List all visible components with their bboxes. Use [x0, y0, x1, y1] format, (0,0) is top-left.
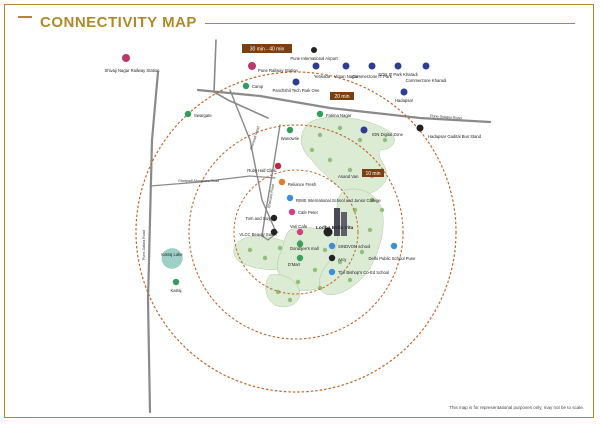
plane-icon [311, 47, 317, 53]
location-pin-icon [184, 110, 192, 118]
school-icon [286, 194, 294, 202]
train-icon [122, 54, 130, 62]
label-hadapsar-bus: Hadapsar Gadital Bus Stand [428, 134, 482, 139]
label-vari-cafe: Vari Cafe [290, 224, 308, 229]
title-accent-bar [18, 16, 32, 18]
label-wanowrie: Wanowrie [281, 136, 300, 141]
shop-icon [270, 214, 278, 222]
ring-label-20: 20 min [334, 94, 349, 100]
page-title: CONNECTIVITY MAP [40, 14, 197, 31]
road-pune-satara [146, 70, 160, 414]
location-pin-icon [312, 62, 320, 70]
road-bhairoba [261, 124, 281, 237]
location-pin-icon [422, 62, 430, 70]
label-lodha-bella-vita: Lodha Bella Vita [316, 225, 354, 231]
label-cafe-peter: Cafe Peter [298, 210, 319, 215]
road-pune-solapur [196, 88, 492, 124]
location-pin-icon [316, 110, 324, 118]
location-pin-icon [292, 78, 300, 86]
label-viman-nagar: Viman Nagar [334, 74, 359, 79]
location-pin-icon [394, 62, 402, 70]
project-pin-icon [323, 227, 333, 237]
project-building [334, 208, 347, 236]
label-katraj: Katraj [171, 288, 182, 293]
cafe-icon [296, 228, 304, 236]
markers: Pune International Airport Shivaji Nagar… [105, 47, 482, 293]
time-rings [135, 71, 457, 393]
school-icon [390, 242, 398, 250]
cafe-icon [288, 208, 296, 216]
road-label-pune-solapur: Pune-Solapur Road [430, 114, 462, 120]
location-pin-icon [286, 126, 294, 134]
label-vlcc: VLCC Beauty Salon [239, 232, 277, 237]
school-icon [328, 242, 336, 250]
shop-icon [328, 254, 336, 262]
bus-icon [416, 124, 424, 132]
shop-icon [278, 178, 286, 186]
location-pin-icon [360, 126, 368, 134]
label-ion-digital: ION Digital Zone [372, 132, 404, 137]
road-label-bhairoba: Bhairoba Road [267, 184, 275, 208]
label-commerzone-it: Commerzone IT Park [352, 74, 393, 79]
ring-label-10: 10 min [365, 171, 380, 177]
label-reliance-fresh: Reliance Fresh [288, 182, 317, 187]
label-airport: Pune International Airport [290, 56, 338, 61]
road-ghorpadi [229, 89, 277, 233]
label-katraj-lake: Katraj Lake [161, 252, 183, 257]
mall-icon [296, 254, 304, 262]
location-pin-icon [242, 82, 250, 90]
road-label-mundhwa: Ghorpadi-Mundhwa Road [178, 179, 219, 183]
disclaimer: This map is for representational purpose… [449, 405, 584, 410]
label-swargate: Swargate [194, 113, 212, 118]
map-frame [4, 4, 594, 418]
label-anand-van: Anand Van [338, 174, 359, 179]
label-shivaji-nagar: Shivaji Nagar Railway Station [105, 68, 161, 73]
katraj-lake [161, 248, 183, 269]
road-label-ghorpadi: Ghorpadi Road [249, 126, 260, 150]
label-dorabjee: Dorabjee's mall [290, 246, 319, 251]
label-pune-railway: Pune Railway Station [258, 68, 298, 73]
label-dmart: D'Mart [288, 262, 301, 267]
mall-icon [296, 240, 304, 248]
label-dps: Delhi Public School Pune [368, 256, 416, 261]
label-eon-it: EON IT Park Kharadi [378, 72, 417, 77]
road-label-pune-satara: Pune-Satara Road [142, 230, 146, 260]
green-zones [161, 116, 395, 308]
ring-30-40-min [135, 71, 457, 393]
location-pin-icon [400, 88, 408, 96]
location-pin-icon [342, 62, 350, 70]
label-commerzone-kharadi: Commerzone Kharadi [406, 78, 447, 83]
label-fatima-nagar: Fatima Nagar [326, 113, 352, 118]
ring-label-30-40: 30 min - 40 min [250, 47, 285, 53]
roads [146, 39, 492, 414]
label-arcy: Arcy [338, 257, 347, 262]
ring-20-min [188, 124, 404, 340]
school-icon [328, 268, 336, 276]
label-hadapsar: Hadapsar [395, 98, 414, 103]
shop-icon [270, 228, 278, 236]
label-bishops: The Bishop's Co-Ed School [338, 270, 389, 275]
label-yerwada: Yerwada [314, 74, 331, 79]
label-panchshil: Panchshil Tech Park One [273, 88, 321, 93]
label-rims: RIMS International School and Junior Col… [296, 198, 381, 203]
road-airport [213, 39, 269, 119]
train-icon [248, 62, 256, 70]
ring-labels: 30 min - 40 min 20 min 10 min [242, 44, 384, 177]
hospital-icon [274, 162, 282, 170]
ring-10-min [233, 169, 359, 295]
location-pin-icon [172, 278, 180, 286]
label-sindvon: SINDVON school [338, 244, 370, 249]
label-tom-and-guy: Tom and Guy [246, 216, 272, 221]
label-camp: Camp [252, 84, 264, 89]
label-ruby-hall: Ruby Hall Clinic [247, 168, 277, 173]
title-divider [205, 23, 575, 24]
location-pin-icon [368, 62, 376, 70]
road-mundhwa [149, 175, 276, 187]
